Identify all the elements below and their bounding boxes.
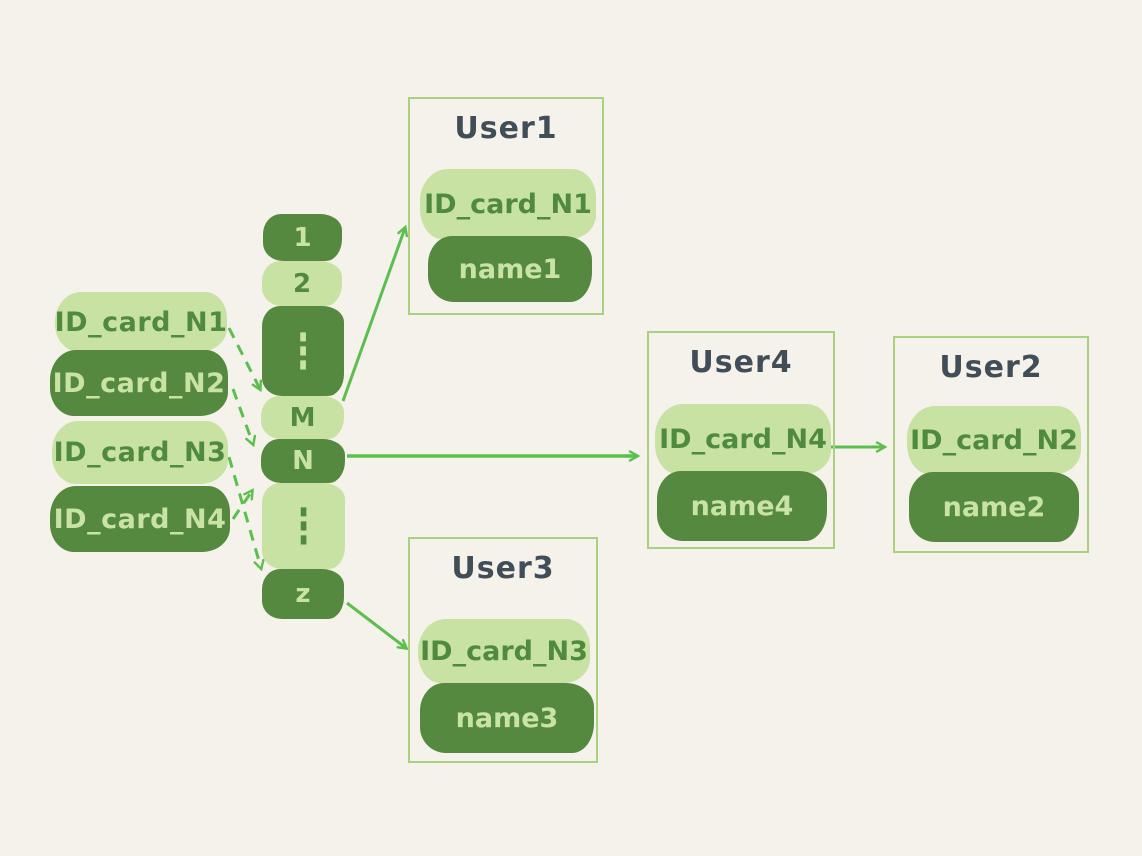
bucket-label: M (289, 402, 316, 433)
idcard-label: ID_card_N4 (659, 423, 827, 455)
idcard-label: ID_card_N4 (53, 503, 227, 535)
name-label: name2 (942, 491, 1046, 523)
idcard-label: ID_card_N2 (910, 424, 1078, 456)
idcard-label: ID_card_N1 (424, 188, 592, 220)
idcard-pill-n1: ID_card_N1 (55, 292, 227, 352)
idcard-label: ID_card_N3 (420, 635, 588, 667)
arrow-bucket-z-to-user3 (346, 601, 409, 651)
idcard-pill-n3: ID_card_N3 (52, 421, 228, 484)
user4-name-pill: name4 (657, 471, 827, 541)
dashed-arrow-idcard-n1-to-bucket-m (227, 327, 263, 393)
idcard-label: ID_card_N3 (53, 437, 227, 468)
user2-box: User2 ID_card_N2 name2 (893, 336, 1089, 553)
user4-idcard-pill: ID_card_N4 (655, 404, 831, 474)
user4-title: User4 (689, 345, 793, 380)
idcard-label: ID_card_N2 (52, 367, 226, 399)
user1-box: User1 ID_card_N1 name1 (408, 97, 604, 315)
idcard-pill-n2: ID_card_N2 (50, 350, 228, 416)
user3-box: User3 ID_card_N3 name3 (408, 537, 598, 763)
dashed-arrow-idcard-n4-to-bucket-n (231, 488, 254, 520)
user2-name-pill: name2 (909, 472, 1079, 542)
name-label: name1 (458, 253, 562, 285)
user3-title: User3 (451, 551, 555, 586)
bucket-label: 2 (292, 268, 312, 299)
idcard-label: ID_card_N1 (54, 306, 228, 338)
dashed-arrow-idcard-n3-to-bucket-z (227, 456, 265, 572)
bucket-label: z (295, 579, 311, 609)
dashed-arrow-idcard-n2-to-bucket-n (231, 388, 257, 448)
user2-idcard-pill: ID_card_N2 (907, 406, 1081, 474)
vertical-ellipsis: ⋮ (287, 322, 319, 380)
user3-name-pill: name3 (420, 683, 594, 753)
idcard-pill-n4: ID_card_N4 (50, 486, 230, 552)
bucket-2: 2 (262, 261, 342, 306)
arrow-bucket-m-to-user1 (341, 224, 409, 402)
vertical-ellipsis: ⋮ (287, 497, 320, 555)
bucket-z: z (262, 569, 344, 619)
user1-title: User1 (454, 111, 558, 146)
bucket-ellipsis-lower: ⋮ (262, 483, 345, 569)
bucket-n: N (261, 439, 345, 483)
user1-name-pill: name1 (428, 236, 592, 302)
bucket-label: 1 (293, 222, 312, 253)
name-label: name4 (690, 490, 794, 522)
bucket-label: N (292, 446, 314, 476)
user2-title: User2 (939, 350, 1043, 385)
bucket-1: 1 (263, 214, 342, 261)
name-label: name3 (455, 702, 559, 734)
user3-idcard-pill: ID_card_N3 (418, 619, 590, 683)
user4-box: User4 ID_card_N4 name4 (647, 331, 835, 549)
bucket-m: M (261, 396, 344, 439)
bucket-ellipsis-upper: ⋮ (262, 306, 344, 396)
user1-idcard-pill: ID_card_N1 (420, 169, 596, 239)
